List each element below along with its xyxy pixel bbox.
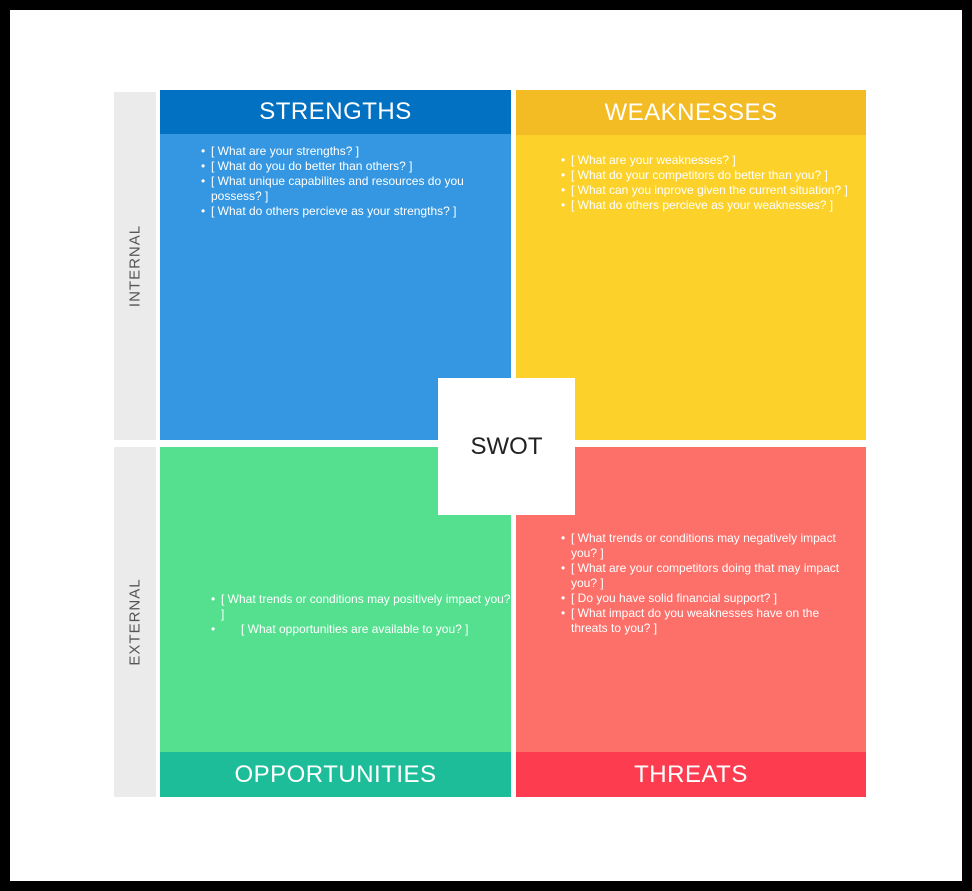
- list-item: [ What do you do better than others? ]: [201, 159, 491, 174]
- list-item: [ What trends or conditions may positive…: [211, 592, 511, 622]
- list-item: [ Do you have solid financial support? ]: [561, 591, 841, 606]
- list-item: [ What can you inprove given the current…: [561, 183, 861, 198]
- list-item: [ What do others percieve as your weakne…: [561, 198, 861, 213]
- list-item: [ What are your weaknesses? ]: [561, 153, 861, 168]
- opportunities-list: [ What trends or conditions may positive…: [200, 592, 511, 637]
- opportunities-footer: OPPORTUNITIES: [160, 752, 511, 797]
- internal-label: INTERNAL: [126, 224, 144, 308]
- weaknesses-header: WEAKNESSES: [516, 90, 866, 135]
- swot-center-label: SWOT: [470, 432, 543, 460]
- opportunities-title: OPPORTUNITIES: [234, 760, 437, 788]
- list-item: [ What trends or conditions may negative…: [561, 531, 841, 561]
- swot-center-box: SWOT: [438, 378, 575, 515]
- weaknesses-title: WEAKNESSES: [604, 98, 778, 126]
- threats-title: THREATS: [634, 760, 748, 788]
- list-item: [ What are your strengths? ]: [201, 144, 491, 159]
- strengths-header: STRENGTHS: [160, 90, 511, 134]
- weaknesses-list: [ What are your weaknesses? ] [ What do …: [550, 153, 861, 213]
- threats-list: [ What trends or conditions may negative…: [550, 531, 841, 636]
- external-label: EXTERNAL: [126, 578, 144, 666]
- strengths-list: [ What are your strengths? ] [ What do y…: [190, 144, 491, 219]
- threats-footer: THREATS: [516, 752, 866, 797]
- list-item: [ What do your competitors do better tha…: [561, 168, 861, 183]
- list-item: [ What are your competitors doing that m…: [561, 561, 841, 591]
- list-item: [ What unique capabilites and resources …: [201, 174, 491, 204]
- strengths-title: STRENGTHS: [259, 98, 412, 125]
- list-item: [ What do others percieve as your streng…: [201, 204, 491, 219]
- list-item: [ What opportunities are available to yo…: [211, 622, 511, 637]
- external-side-panel: EXTERNAL: [114, 447, 156, 797]
- list-item: [ What impact do you weaknesses have on …: [561, 606, 841, 636]
- internal-side-panel: INTERNAL: [114, 92, 156, 440]
